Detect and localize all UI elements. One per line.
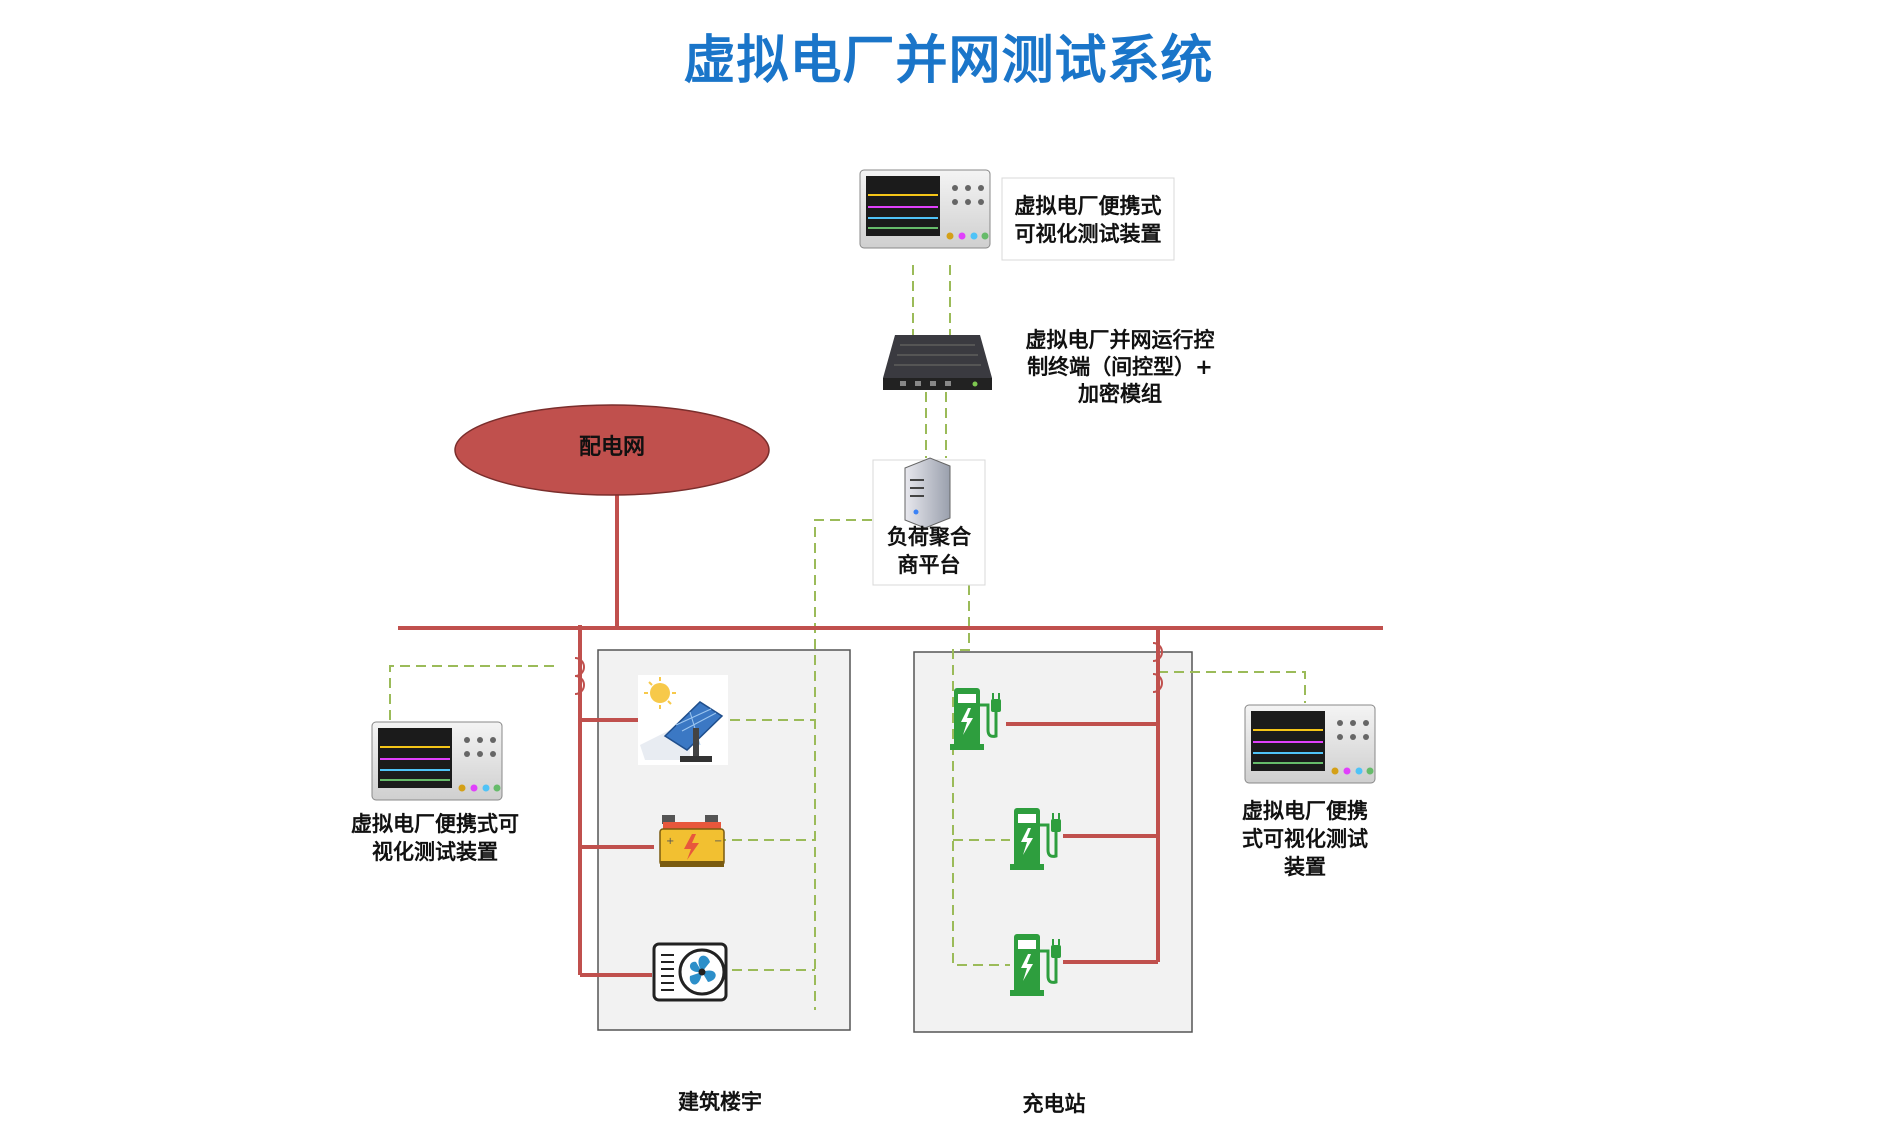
top-device-label-line1: 虚拟电厂便携式 xyxy=(1014,194,1162,218)
right-device-label-line2: 式可视化测试 xyxy=(1242,827,1368,851)
charging-station-panel xyxy=(913,651,1193,1033)
right-device-label-line3: 装置 xyxy=(1284,855,1326,879)
oscilloscope-icon xyxy=(371,721,503,801)
hvac-fan-icon xyxy=(652,942,728,1002)
solar-panel-icon xyxy=(638,675,728,765)
control-terminal-label-line1: 虚拟电厂并网运行控 xyxy=(1025,328,1215,352)
page-title: 虚拟电厂并网测试系统 xyxy=(683,31,1214,91)
top-device-label-frame xyxy=(1001,177,1175,261)
battery-icon: + − xyxy=(659,815,725,867)
left-device-label-line1: 虚拟电厂便携式可 xyxy=(351,812,519,836)
building-label: 建筑楼宇 xyxy=(678,1090,762,1114)
aggregator-label-line1: 负荷聚合 xyxy=(887,525,971,549)
control-terminal-label-line3: 加密模组 xyxy=(1078,382,1162,406)
svg-text:−: − xyxy=(714,836,722,847)
control-terminal-icon xyxy=(883,335,992,390)
current-sensor-icon xyxy=(574,642,1163,695)
top-device-label-line2: 可视化测试装置 xyxy=(1014,222,1162,246)
distribution-grid-label: 配电网 xyxy=(578,435,645,460)
oscilloscope-icon xyxy=(1244,704,1376,784)
oscilloscope-icon xyxy=(859,169,991,249)
ev-charger-icon xyxy=(1010,934,1061,996)
control-terminal-label-line2: 制终端（间控型）+ xyxy=(1027,355,1213,379)
ev-charger-icon xyxy=(1010,808,1061,870)
svg-text:+: + xyxy=(666,836,674,847)
distribution-grid-node xyxy=(454,404,770,496)
power-lines xyxy=(398,494,1383,977)
right-device-label-line1: 虚拟电厂便携 xyxy=(1242,799,1368,823)
server-icon xyxy=(904,457,951,529)
charging-station-label: 充电站 xyxy=(1022,1092,1086,1116)
aggregator-label-line2: 商平台 xyxy=(897,553,961,577)
ev-charger-icon xyxy=(950,688,1001,750)
left-device-label-line2: 视化测试装置 xyxy=(372,840,498,864)
